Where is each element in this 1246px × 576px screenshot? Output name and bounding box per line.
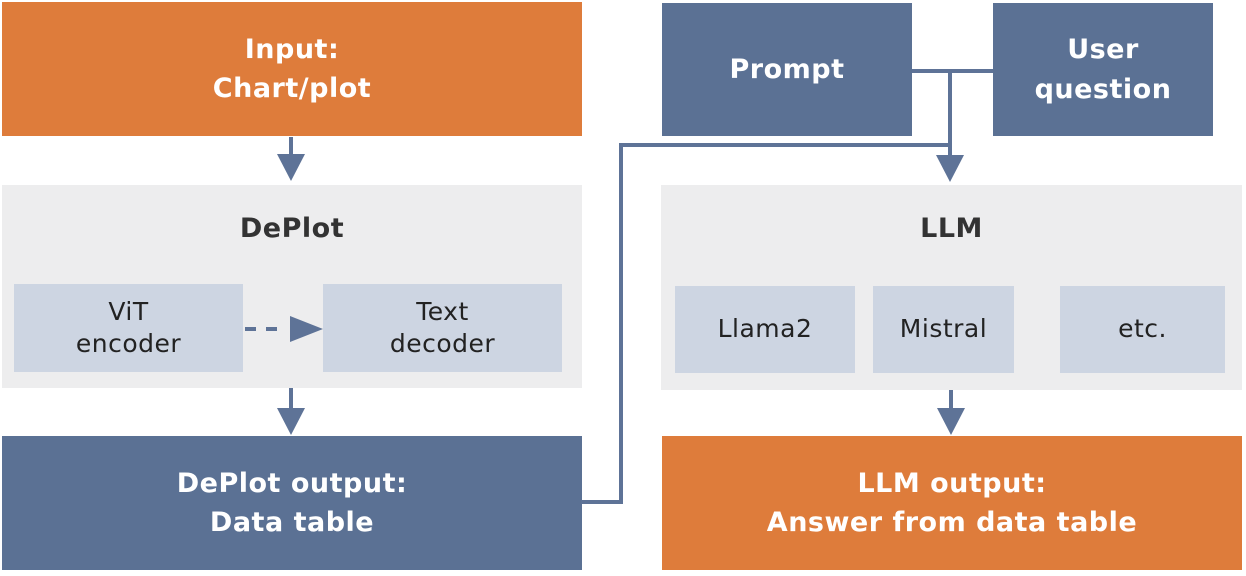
feedback-connector-top-segment <box>619 143 950 147</box>
arrow-shaft-input-to-deplot <box>289 137 293 157</box>
arrow-shaft-llm-to-output <box>949 390 953 410</box>
model-chip-etc-label: etc. <box>1118 314 1167 344</box>
user-question-line2: question <box>1034 73 1172 105</box>
model-chip-llama2-label: Llama2 <box>717 314 813 344</box>
model-chip-mistral: Mistral <box>873 286 1014 373</box>
deplot-output-box: DePlot output: Data table <box>2 436 582 570</box>
feedback-connector-bottom-segment <box>581 500 623 504</box>
vit-encoder-line2: encoder <box>75 329 182 358</box>
dashed-arrow-segment-2 <box>266 327 277 331</box>
vit-encoder-label: ViT encoder <box>76 296 181 361</box>
llm-panel: LLM Llama2 Mistral etc. <box>661 185 1242 390</box>
text-decoder-label: Text decoder <box>390 296 495 361</box>
model-chip-llama2: Llama2 <box>675 286 855 373</box>
arrow-shaft-deplot-to-output <box>289 388 293 410</box>
vit-encoder-line1: ViT <box>108 296 149 326</box>
arrow-head-into-llm <box>936 155 964 182</box>
model-chip-etc: etc. <box>1060 286 1225 373</box>
input-chart-label-line1: Input: <box>244 33 340 65</box>
input-chart-label-line2: Chart/plot <box>212 73 372 104</box>
deplot-output-line1: DePlot output: <box>176 467 408 499</box>
arrow-head-deplot-to-output <box>277 408 305 435</box>
input-chart-box: Input: Chart/plot <box>2 2 582 136</box>
text-decoder-line2: decoder <box>389 329 496 358</box>
text-decoder-line1: Text <box>416 296 469 326</box>
connector-prompt-userquestion <box>912 69 993 73</box>
llm-output-line2: Answer from data table <box>766 507 1138 538</box>
arrow-head-llm-to-output <box>937 408 965 435</box>
model-chip-mistral-label: Mistral <box>899 314 988 344</box>
feedback-connector-vertical-segment <box>619 143 623 504</box>
deplot-panel: DePlot ViT encoder Text decoder <box>2 185 582 388</box>
connector-junction-vertical <box>948 69 952 157</box>
deplot-title: DePlot <box>239 213 345 244</box>
prompt-label: Prompt <box>729 53 845 85</box>
dashed-arrow-head <box>290 316 323 342</box>
llm-output-line1: LLM output: <box>857 467 1047 499</box>
arrow-head-input-to-deplot <box>277 154 305 181</box>
deplot-output-line2: Data table <box>209 507 375 538</box>
vit-encoder-chip: ViT encoder <box>14 284 243 372</box>
prompt-box: Prompt <box>662 3 912 136</box>
text-decoder-chip: Text decoder <box>323 284 562 372</box>
user-question-box: User question <box>993 3 1213 136</box>
llm-output-box: LLM output: Answer from data table <box>662 436 1242 570</box>
user-question-line1: User <box>1067 34 1139 66</box>
dashed-arrow-segment-1 <box>245 327 256 331</box>
llm-title: LLM <box>920 213 983 244</box>
